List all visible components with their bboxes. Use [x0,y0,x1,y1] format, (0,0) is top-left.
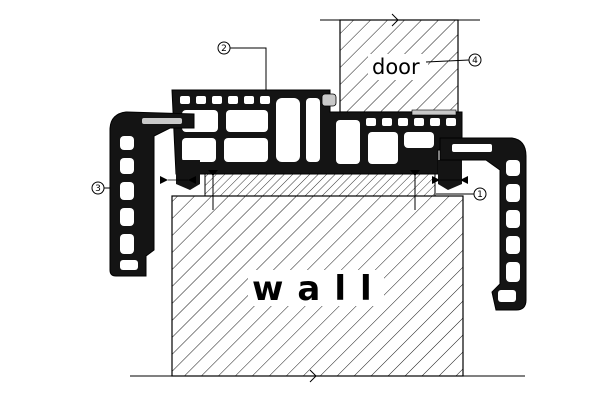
frame-chamber [336,120,360,164]
callout-2-circle [217,41,231,55]
anchor-screw-head [208,170,218,176]
architrave-chamber [120,158,134,174]
door-gasket [321,93,337,107]
architrave-chamber [452,144,492,152]
architrave-chamber [120,182,134,200]
frame-chamber [244,96,254,104]
screw-head [188,176,196,184]
frame-chamber [260,96,270,104]
callout-3-circle [91,181,105,195]
callout-3: 3 [91,181,110,195]
frame-chamber [196,96,206,104]
wall-label-bg [248,270,384,306]
sealing-strip [204,173,436,197]
wall-break-mark [309,369,317,383]
frame-chamber [182,138,216,162]
callout-4-number: 4 [472,56,478,66]
architrave-chamber [498,290,516,302]
frame-profile [171,89,463,190]
frame-clip-right [438,160,462,190]
architrave-chamber [120,234,134,254]
callout-2-leader [230,47,267,90]
architrave-chamber [506,236,520,254]
right-architrave [439,137,527,311]
architrave-chamber [506,160,520,176]
frame-clip-left [176,160,200,190]
frame-chamber [368,132,398,164]
screw-head [432,176,440,184]
architrave-chamber [120,208,134,226]
architrave-chamber [120,136,134,150]
sealing-strip-body [204,173,436,197]
screw-head [160,176,168,184]
frame-chamber [398,118,408,126]
right-architrave-body [439,137,527,311]
frame-chamber [366,118,376,126]
frame-chamber [226,110,268,132]
door-leaf: door [320,13,480,113]
callout-2: 2 [217,41,267,90]
architrave-chamber [506,262,520,282]
frame-chamber [306,98,320,162]
frame-chamber [404,132,434,148]
frame-chamber [446,118,456,126]
frame-chamber [212,96,222,104]
wall-label: wall [252,269,386,309]
architrave-chamber [120,260,138,270]
callout-2-number: 2 [221,44,227,54]
door-label-bg [368,54,428,80]
wall: wall [130,195,525,383]
callout-4: 4 [425,53,482,67]
frame-chamber [430,118,440,126]
callout-1: 1 [436,187,487,201]
screw-head [460,176,468,184]
architrave-chamber [506,184,520,202]
door-break-mark [391,13,399,27]
left-architrave [109,111,195,277]
door-label: door [372,55,420,79]
callout-1-number: 1 [477,190,483,200]
architrave-chamber [142,118,182,124]
frame-chamber [382,118,392,126]
anchor-screw-head [410,170,420,176]
door-gasket-strip [411,109,457,116]
fixings [160,170,468,210]
callout-4-leader [425,59,470,63]
callout-3-number: 3 [95,184,101,194]
frame-chamber [276,98,300,162]
frame-chamber [180,96,190,104]
callout-4-circle [468,53,482,67]
frame-chamber [228,96,238,104]
frame-chamber [224,138,268,162]
callout-1-circle [473,187,487,201]
frame-chamber [414,118,424,126]
architrave-chamber [506,210,520,228]
